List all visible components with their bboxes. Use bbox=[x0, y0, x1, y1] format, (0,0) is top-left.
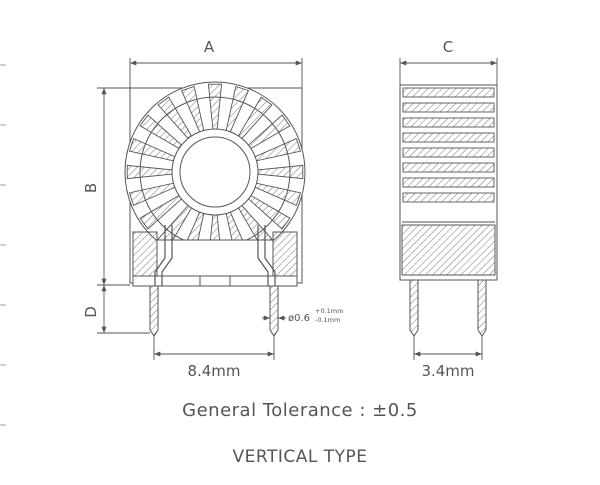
pin-pitch-label: 8.4mm bbox=[187, 362, 240, 380]
front-base bbox=[132, 231, 298, 287]
side-pins bbox=[409, 279, 487, 337]
pin-diameter-label: ø0.6 bbox=[288, 313, 310, 324]
toroid-core bbox=[124, 81, 306, 263]
edge-ticks bbox=[0, 64, 6, 426]
side-winding-band bbox=[402, 162, 495, 173]
dim-d-label: D bbox=[82, 306, 100, 318]
front-leads bbox=[154, 225, 276, 286]
pin-tol-plus: +0.1mm bbox=[315, 307, 343, 315]
toroid-windings bbox=[126, 83, 304, 261]
side-winding-band bbox=[402, 117, 495, 128]
vertical-type-title: VERTICAL TYPE bbox=[232, 447, 368, 467]
dimension-lines bbox=[97, 58, 498, 360]
front-view bbox=[124, 81, 306, 337]
dim-a-label: A bbox=[204, 38, 215, 56]
side-view bbox=[399, 84, 498, 337]
side-winding-bands bbox=[402, 87, 495, 203]
side-winding-band bbox=[402, 102, 495, 113]
side-winding-band bbox=[402, 87, 495, 98]
side-winding-band bbox=[402, 147, 495, 158]
dimension-labels: A C B D 8.4mm 3.4mm ø0.6 +0.1mm -0.1mm bbox=[82, 38, 475, 380]
side-base bbox=[401, 224, 496, 276]
side-winding-band bbox=[402, 177, 495, 188]
side-winding-band bbox=[402, 192, 495, 203]
dim-c-label: C bbox=[443, 38, 453, 56]
side-winding-band bbox=[402, 132, 495, 143]
general-tolerance-note: General Tolerance : ±0.5 bbox=[182, 400, 418, 421]
pin-tol-minus: -0.1mm bbox=[315, 316, 340, 324]
pin-spacing-side-label: 3.4mm bbox=[421, 362, 474, 380]
dim-b-label: B bbox=[82, 183, 100, 193]
front-pins bbox=[149, 285, 279, 337]
